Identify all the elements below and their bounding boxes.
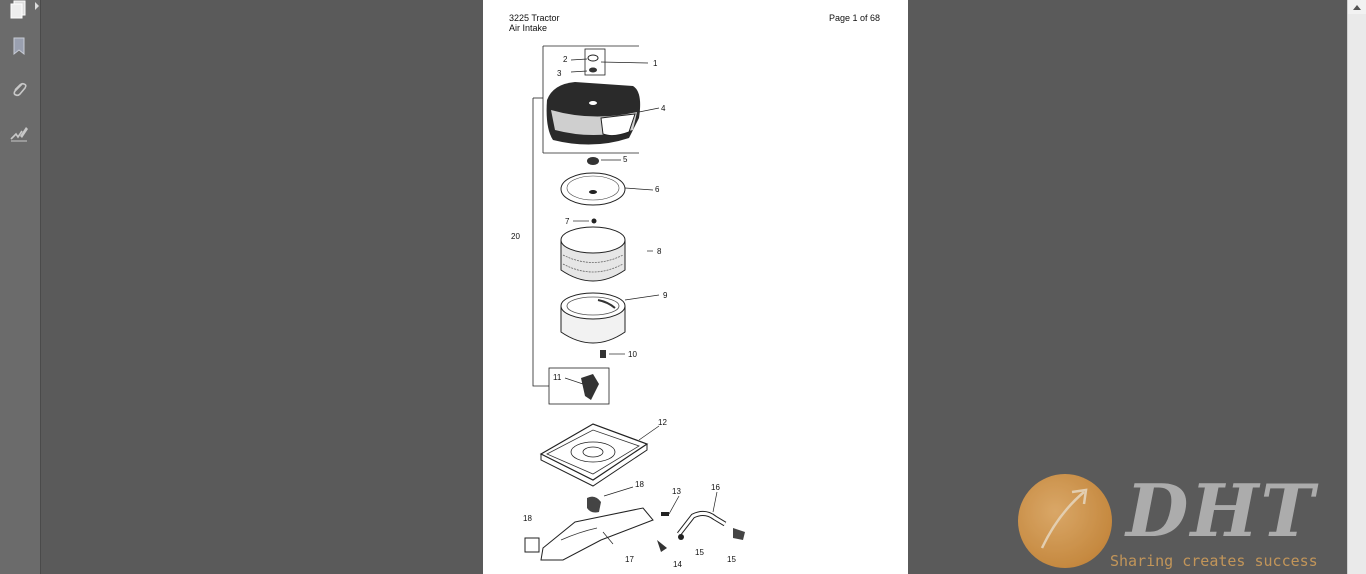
part-housing-base (539, 423, 660, 487)
collapse-rail-button[interactable] (33, 0, 40, 12)
callout-15a: 15 (695, 548, 704, 557)
watermark-title: DHT (1126, 468, 1317, 553)
page-number-indicator: Page 1 of 68 (828, 13, 880, 23)
callout-10: 10 (628, 350, 637, 359)
scroll-up-button[interactable] (1348, 0, 1366, 14)
page-header-left: 3225 Tractor Air Intake (509, 13, 560, 33)
callout-4: 4 (661, 104, 666, 113)
arrow-up-right-icon (1040, 488, 1088, 549)
callout-17: 17 (625, 555, 634, 564)
callout-14: 14 (673, 560, 682, 569)
arrow-up-icon (1353, 5, 1361, 10)
part-wing-nut (587, 157, 621, 165)
pages-panel-button[interactable] (6, 0, 32, 22)
pages-icon (10, 0, 26, 19)
callout-7: 7 (565, 217, 570, 226)
left-toolbar (0, 0, 41, 574)
part-bracket-clamp (564, 374, 599, 400)
part-seal-nut (573, 218, 597, 224)
document-section: Air Intake (509, 23, 548, 33)
bookmarks-panel-button[interactable] (6, 33, 32, 59)
part-outer-filter (560, 226, 653, 282)
callout-18b: 18 (523, 514, 532, 523)
part-inner-filter (560, 292, 660, 344)
paperclip-icon (13, 82, 27, 97)
watermark-tagline: Sharing creates success (1110, 552, 1318, 570)
callout-2: 2 (563, 55, 568, 64)
pdf-page: 3225 Tractor Air Intake Page 1 of 68 (483, 0, 908, 574)
callout-labels: 1 2 3 4 5 6 7 8 9 10 11 12 13 14 15 15 1… (511, 55, 736, 569)
bookmark-icon (13, 37, 25, 56)
chevron-right-icon (34, 2, 39, 10)
attachments-panel-button[interactable] (6, 77, 32, 103)
signatures-panel-button[interactable] (6, 120, 32, 146)
document-title: 3225 Tractor (509, 13, 560, 23)
vertical-scrollbar[interactable] (1347, 0, 1366, 574)
callout-15b: 15 (727, 555, 736, 564)
callout-12: 12 (658, 418, 667, 427)
part-cover-plate (560, 172, 654, 206)
callout-5: 5 (623, 155, 628, 164)
part-cap-fittings (570, 54, 649, 73)
part-intake-tubes (524, 486, 745, 561)
part-drain-valve (600, 350, 625, 358)
callout-6: 6 (655, 185, 660, 194)
callout-8: 8 (657, 247, 662, 256)
part-air-cleaner-cover (546, 82, 660, 145)
parts-diagram: 1 2 3 4 5 6 7 8 9 10 11 12 13 14 15 15 1… (511, 45, 745, 569)
callout-18a: 18 (635, 480, 644, 489)
callout-20: 20 (511, 232, 520, 241)
signature-pen-icon (10, 127, 28, 142)
callout-11: 11 (553, 373, 562, 382)
callout-16: 16 (711, 483, 720, 492)
callout-1: 1 (653, 59, 658, 68)
callout-3: 3 (557, 69, 562, 78)
callout-13: 13 (672, 487, 681, 496)
callout-9: 9 (663, 291, 668, 300)
watermark: DHT Sharing creates success (1018, 468, 1366, 574)
watermark-logo (1018, 474, 1112, 568)
